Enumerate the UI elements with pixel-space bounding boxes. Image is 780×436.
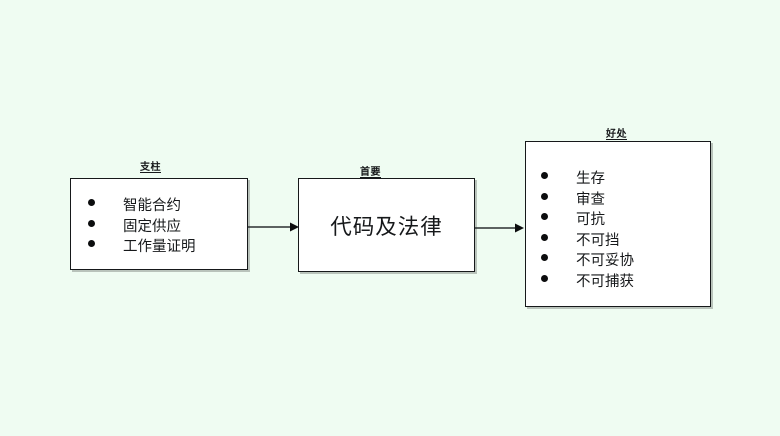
bullet-icon [541, 274, 548, 282]
list-item: 工作量证明 [88, 237, 196, 258]
list-item: 智能合约 [88, 196, 196, 217]
node-benefits[interactable] [525, 141, 711, 307]
bullet-icon [541, 233, 548, 241]
list-item: 不可捕获 [541, 272, 634, 293]
bullet-icon [541, 192, 548, 200]
list-item-label: 审查 [576, 191, 605, 208]
list-item-label: 工作量证明 [123, 239, 196, 255]
list-item: 审查 [541, 190, 634, 211]
list-item: 生存 [541, 169, 634, 190]
list-item-label: 可抗 [576, 212, 605, 228]
bullet-icon [541, 254, 548, 261]
list-item-label: 固定供应 [123, 218, 181, 235]
connector-pillars-to-primary [248, 222, 299, 232]
list-item-label: 生存 [576, 171, 605, 187]
list-item: 不可挡 [541, 231, 634, 252]
node-primary[interactable]: 代码及法律 [298, 178, 475, 272]
node-pillars[interactable] [70, 178, 248, 270]
primary-text: 代码及法律 [330, 214, 443, 240]
list-item: 固定供应 [88, 217, 196, 238]
list-item: 不可妥协 [541, 251, 634, 272]
primary-caption: 首要 [360, 167, 381, 178]
connector-primary-to-benefits [475, 223, 524, 233]
bullet-icon [541, 213, 548, 220]
bullet-icon [88, 240, 95, 247]
list-item: 可抗 [541, 210, 634, 231]
benefits-list: 生存 审查 可抗 不可挡 不可妥协 不可捕获 [541, 169, 634, 292]
bullet-icon [88, 199, 95, 206]
pillars-caption: 支柱 [140, 162, 161, 173]
bullet-icon [541, 172, 548, 179]
list-item-label: 不可挡 [576, 232, 620, 249]
bullet-icon [88, 219, 95, 227]
list-item-label: 不可妥协 [576, 253, 634, 269]
list-item-label: 智能合约 [123, 198, 181, 214]
benefits-caption: 好处 [606, 129, 627, 140]
list-item-label: 不可捕获 [576, 273, 634, 290]
pillars-list: 智能合约 固定供应 工作量证明 [88, 196, 196, 258]
